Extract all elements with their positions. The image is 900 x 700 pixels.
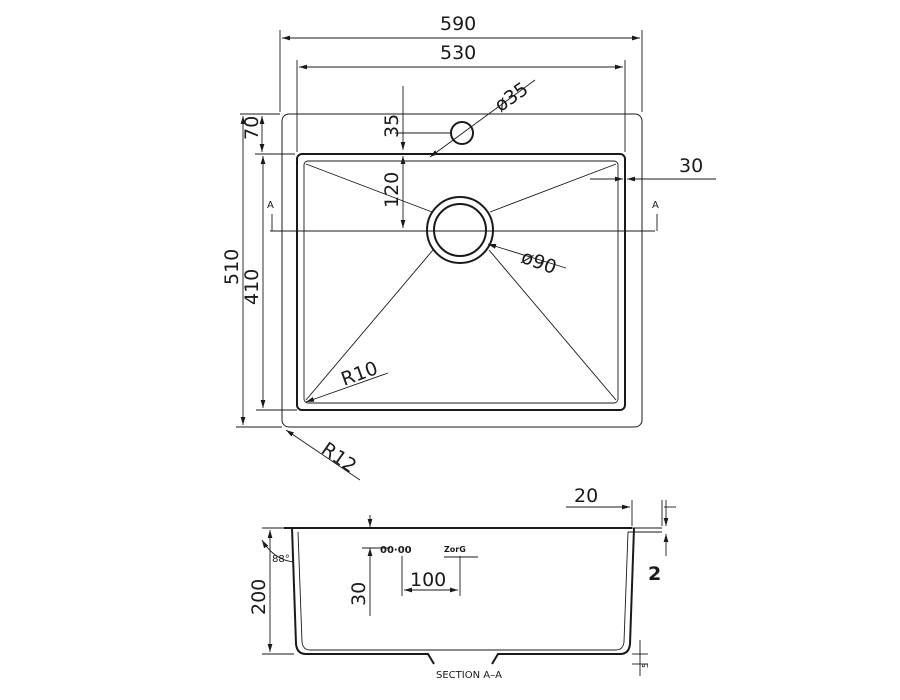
dim-2-text: 2 <box>648 563 661 585</box>
dim-r12-leader <box>285 429 361 481</box>
dim-410-text: 410 <box>241 269 263 305</box>
section-title: SECTION A–A <box>436 670 502 681</box>
dim-35-leader <box>429 79 536 158</box>
dim-30-text: 30 <box>679 155 703 177</box>
dim-530-text: 530 <box>440 42 476 64</box>
bowl-inner-profile <box>297 531 629 651</box>
dim-510-text: 510 <box>221 249 243 285</box>
section-view: 200 88° 00·00 ZorG 30 100 20 2 5 <box>248 485 676 681</box>
drain-outer-circle <box>426 196 494 264</box>
tap-hole <box>450 121 474 145</box>
dim-88-text: 88° <box>272 554 290 565</box>
dim-r12-text: R12 <box>317 438 360 477</box>
dim-r10-leader <box>305 372 389 403</box>
slope-line-tl <box>305 163 433 213</box>
inner-bowl-inner-line <box>303 160 619 404</box>
dim-20-text: 20 <box>574 485 598 507</box>
overflow-slots: 00·00 <box>380 545 412 556</box>
dim-90-text: ø90 <box>518 246 559 279</box>
dim-120-text: 120 <box>381 172 403 208</box>
outer-outline <box>281 113 643 428</box>
slope-line-tr <box>489 163 617 213</box>
dim-5-text: 5 <box>641 663 650 668</box>
dim-590-text: 590 <box>440 13 476 35</box>
dim-r10-text: R10 <box>338 357 381 390</box>
section-marker-left: A <box>267 200 274 211</box>
drain-inner-circle <box>433 203 487 257</box>
dim-30v-text: 30 <box>348 582 370 606</box>
slope-line-bl <box>305 249 434 401</box>
inner-bowl-outline <box>296 153 626 411</box>
top-view: A A 590 530 ø35 35 120 70 510 <box>221 13 716 481</box>
dim-35-vtext: 35 <box>381 114 403 138</box>
dim-200-text: 200 <box>248 579 270 615</box>
bowl-outer-profile <box>291 527 635 665</box>
dim-100-text: 100 <box>410 569 446 591</box>
dim-88-arc <box>261 539 295 563</box>
dim-35-text: ø35 <box>491 78 533 117</box>
slope-line-br <box>488 249 617 401</box>
dim-70-text: 70 <box>241 116 263 140</box>
section-marker-right: A <box>652 200 659 211</box>
dim-90-leader <box>487 243 567 269</box>
logo: ZorG <box>444 545 466 554</box>
